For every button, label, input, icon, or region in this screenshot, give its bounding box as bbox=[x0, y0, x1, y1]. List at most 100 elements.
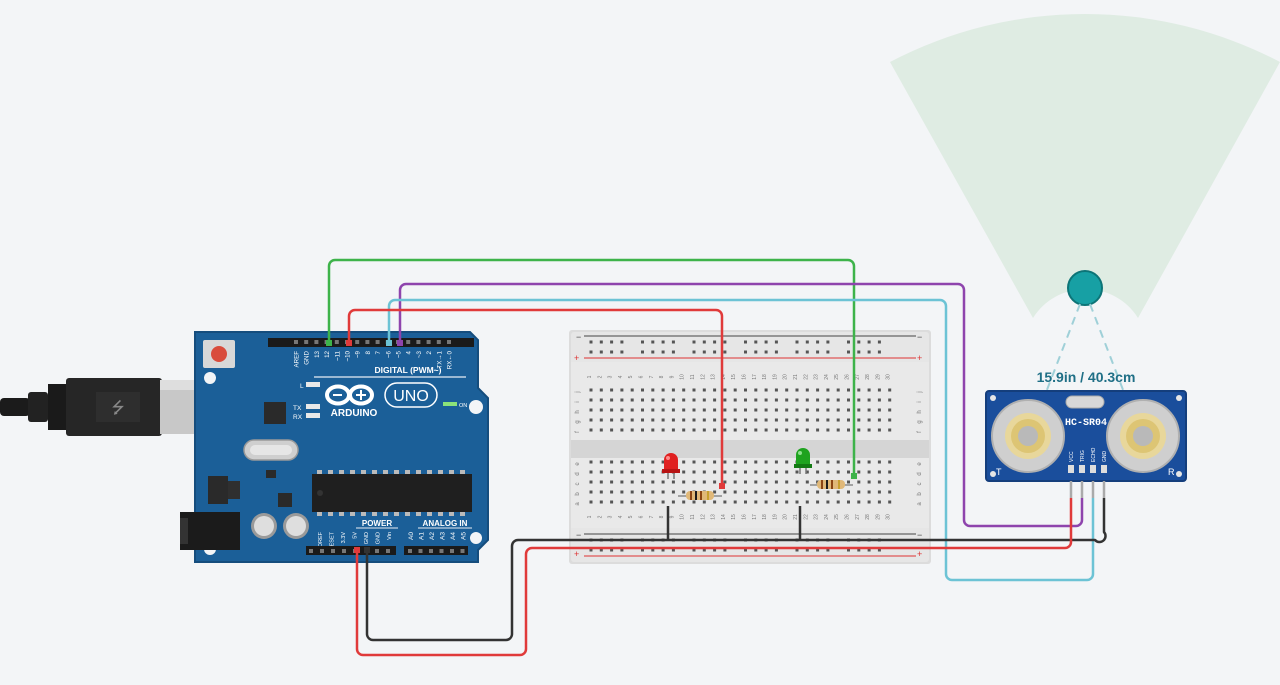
rail-hole[interactable] bbox=[723, 350, 727, 354]
breadboard-hole[interactable] bbox=[867, 388, 871, 392]
breadboard-hole[interactable] bbox=[764, 480, 768, 484]
breadboard-hole[interactable] bbox=[795, 480, 799, 484]
rail-hole[interactable] bbox=[671, 548, 675, 552]
digital-pin-hole[interactable] bbox=[365, 340, 370, 344]
rail-hole[interactable] bbox=[867, 340, 871, 344]
breadboard-hole[interactable] bbox=[651, 418, 655, 422]
breadboard-hole[interactable] bbox=[754, 500, 758, 504]
breadboard-hole[interactable] bbox=[733, 470, 737, 474]
breadboard-hole[interactable] bbox=[671, 428, 675, 432]
breadboard-hole[interactable] bbox=[785, 388, 789, 392]
breadboard-hole[interactable] bbox=[826, 460, 830, 464]
breadboard-hole[interactable] bbox=[671, 480, 675, 484]
breadboard-hole[interactable] bbox=[877, 460, 881, 464]
breadboard-hole[interactable] bbox=[713, 408, 717, 412]
wire-black-ground-to-rail[interactable] bbox=[365, 498, 1107, 642]
rail-hole[interactable] bbox=[610, 548, 614, 552]
breadboard-hole[interactable] bbox=[620, 470, 624, 474]
rail-hole[interactable] bbox=[826, 350, 830, 354]
breadboard-hole[interactable] bbox=[589, 470, 593, 474]
power-pin-hole[interactable] bbox=[309, 549, 313, 553]
breadboard-hole[interactable] bbox=[620, 388, 624, 392]
rail-hole[interactable] bbox=[589, 350, 593, 354]
breadboard-hole[interactable] bbox=[847, 408, 850, 412]
breadboard-hole[interactable] bbox=[682, 470, 686, 474]
breadboard-hole[interactable] bbox=[805, 418, 809, 422]
breadboard-hole[interactable] bbox=[836, 470, 840, 474]
breadboard-hole[interactable] bbox=[589, 398, 593, 402]
breadboard-hole[interactable] bbox=[857, 398, 861, 402]
breadboard-hole[interactable] bbox=[713, 500, 717, 504]
analog-pin-hole[interactable] bbox=[429, 549, 433, 553]
breadboard-hole[interactable] bbox=[774, 480, 778, 484]
breadboard-hole[interactable] bbox=[805, 408, 809, 412]
wire-red-5v-to-rail[interactable] bbox=[355, 498, 1073, 657]
breadboard-hole[interactable] bbox=[754, 460, 758, 464]
rail-hole[interactable] bbox=[826, 340, 830, 344]
breadboard-hole[interactable] bbox=[754, 470, 758, 474]
rail-hole[interactable] bbox=[774, 340, 778, 344]
breadboard-hole[interactable] bbox=[702, 388, 706, 392]
breadboard-hole[interactable] bbox=[599, 428, 603, 432]
breadboard-hole[interactable] bbox=[733, 428, 737, 432]
rail-hole[interactable] bbox=[641, 548, 644, 552]
breadboard-hole[interactable] bbox=[764, 408, 768, 412]
breadboard-hole[interactable] bbox=[847, 480, 850, 484]
breadboard-hole[interactable] bbox=[785, 490, 789, 494]
breadboard-hole[interactable] bbox=[713, 398, 717, 402]
rail-hole[interactable] bbox=[847, 340, 850, 344]
breadboard-hole[interactable] bbox=[836, 398, 840, 402]
red-led[interactable] bbox=[662, 453, 680, 479]
rail-hole[interactable] bbox=[599, 340, 603, 344]
breadboard-hole[interactable] bbox=[816, 490, 820, 494]
breadboard-hole[interactable] bbox=[744, 480, 747, 484]
breadboard-hole[interactable] bbox=[764, 490, 768, 494]
breadboard-hole[interactable] bbox=[671, 388, 675, 392]
rail-hole[interactable] bbox=[877, 350, 881, 354]
breadboard-hole[interactable] bbox=[661, 428, 665, 432]
digital-header[interactable] bbox=[268, 338, 474, 347]
breadboard-hole[interactable] bbox=[641, 460, 644, 464]
breadboard-hole[interactable] bbox=[630, 480, 634, 484]
breadboard-hole[interactable] bbox=[723, 470, 727, 474]
breadboard-hole[interactable] bbox=[671, 418, 675, 422]
rail-hole[interactable] bbox=[713, 340, 717, 344]
power-pin-hole[interactable] bbox=[331, 549, 335, 553]
breadboard-hole[interactable] bbox=[692, 418, 696, 422]
breadboard-hole[interactable] bbox=[795, 398, 799, 402]
breadboard-hole[interactable] bbox=[867, 490, 871, 494]
rail-hole[interactable] bbox=[816, 548, 820, 552]
breadboard-hole[interactable] bbox=[620, 428, 624, 432]
breadboard-hole[interactable] bbox=[599, 460, 603, 464]
breadboard-hole[interactable] bbox=[867, 408, 871, 412]
breadboard-hole[interactable] bbox=[692, 480, 696, 484]
breadboard-hole[interactable] bbox=[599, 398, 603, 402]
breadboard-hole[interactable] bbox=[877, 388, 881, 392]
breadboard-hole[interactable] bbox=[620, 490, 624, 494]
breadboard-hole[interactable] bbox=[785, 398, 789, 402]
breadboard-hole[interactable] bbox=[785, 480, 789, 484]
breadboard-hole[interactable] bbox=[599, 500, 603, 504]
breadboard-hole[interactable] bbox=[764, 500, 768, 504]
rail-hole[interactable] bbox=[661, 350, 665, 354]
breadboard-hole[interactable] bbox=[744, 460, 747, 464]
breadboard-hole[interactable] bbox=[589, 490, 593, 494]
digital-pin-hole[interactable] bbox=[304, 340, 309, 344]
rail-hole[interactable] bbox=[867, 548, 871, 552]
breadboard-hole[interactable] bbox=[826, 490, 830, 494]
breadboard-hole[interactable] bbox=[630, 460, 634, 464]
breadboard-hole[interactable] bbox=[630, 398, 634, 402]
analog-pin-hole[interactable] bbox=[450, 549, 454, 553]
breadboard-hole[interactable] bbox=[610, 428, 614, 432]
breadboard-hole[interactable] bbox=[620, 460, 624, 464]
analog-pin-hole[interactable] bbox=[460, 549, 465, 553]
rail-hole[interactable] bbox=[744, 340, 747, 344]
rail-hole[interactable] bbox=[620, 340, 624, 344]
breadboard-hole[interactable] bbox=[785, 428, 789, 432]
breadboard-hole[interactable] bbox=[795, 428, 799, 432]
analog-pin-hole[interactable] bbox=[418, 549, 423, 553]
rail-hole[interactable] bbox=[702, 548, 706, 552]
breadboard-hole[interactable] bbox=[610, 470, 614, 474]
breadboard-hole[interactable] bbox=[857, 388, 861, 392]
